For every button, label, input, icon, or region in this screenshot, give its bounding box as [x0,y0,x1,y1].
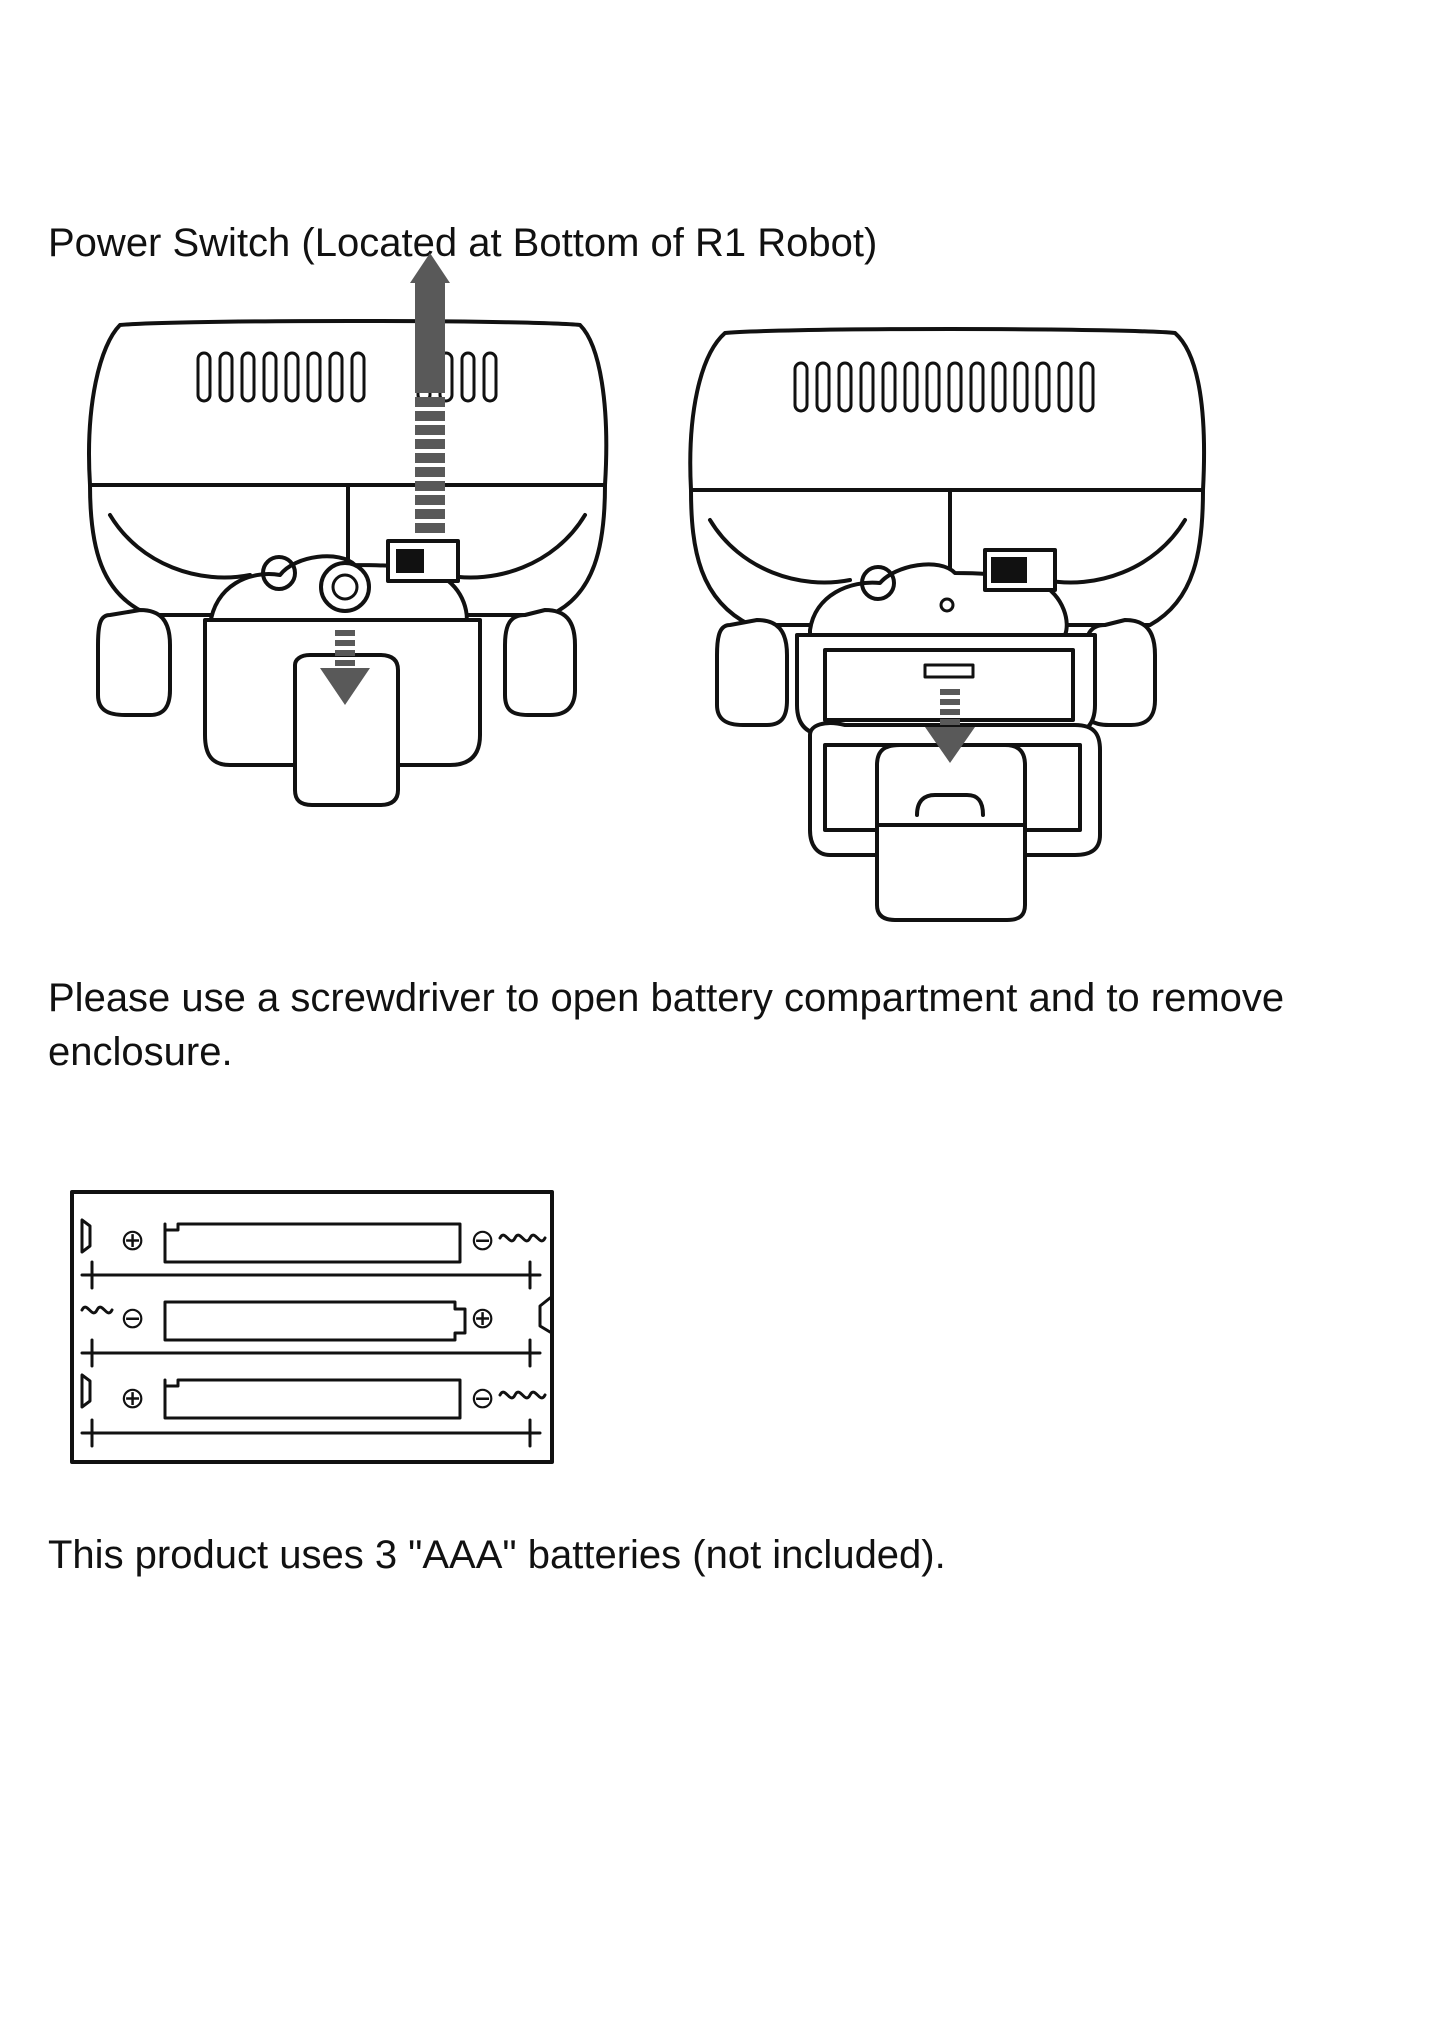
robot-bottom-open-illustration [685,325,1215,925]
vent-slots [795,363,1093,411]
battery-slot-3: ⊕ ⊖ [82,1375,545,1446]
screwdriver-caption: Please use a screwdriver to open battery… [48,971,1408,1079]
positive-icon: ⊕ [120,1381,145,1416]
batteries-caption: This product uses 3 "AAA" batteries (not… [48,1528,1348,1582]
positive-icon: ⊕ [120,1223,145,1258]
negative-icon: ⊖ [470,1223,495,1258]
negative-icon: ⊖ [470,1381,495,1416]
battery-slot-1: ⊕ ⊖ [82,1220,545,1288]
aaa-battery-holder-illustration: ⊕ ⊖ ⊖ ⊕ ⊕ ⊖ [70,1190,560,1470]
positive-icon: ⊕ [470,1301,495,1336]
robot-bottom-closed-illustration [80,285,620,805]
vent-slots [198,353,496,401]
power-switch-caption: Power Switch (Located at Bottom of R1 Ro… [48,216,1348,270]
power-switch-arrow [410,253,450,533]
battery-slot-2: ⊖ ⊕ [82,1298,550,1366]
negative-icon: ⊖ [120,1301,145,1336]
